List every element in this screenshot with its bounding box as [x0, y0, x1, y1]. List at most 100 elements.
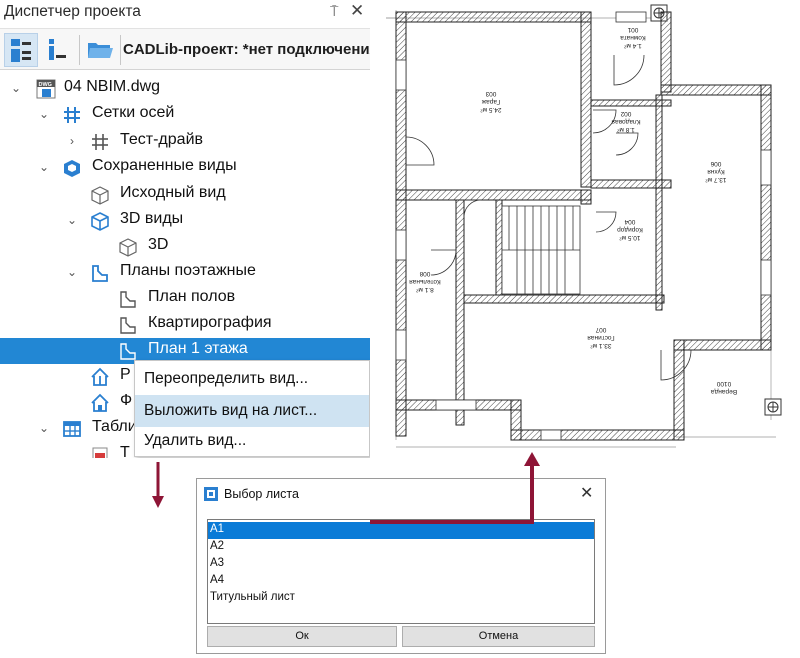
tree-item-label: 3D виды	[120, 210, 184, 227]
panel-titlebar: Диспетчер проекта ⍑ ✕	[0, 0, 370, 26]
close-icon[interactable]: ✕	[580, 485, 594, 502]
tree-item-floor-1-plan[interactable]: План 1 этажа	[0, 338, 370, 364]
tree-item-dwg-file[interactable]: ⌄ DWG 04 NBIM.dwg	[0, 76, 370, 102]
dialog-titlebar: Выбор листа ✕	[197, 479, 605, 509]
room-area: 10.5 м²	[619, 234, 641, 241]
menu-item-label: Удалить вид...	[144, 432, 247, 449]
floor-plan-outline-icon	[120, 291, 136, 308]
grid-icon	[92, 134, 108, 150]
ok-button-label: Ок	[295, 630, 309, 642]
menu-item-redefine-view[interactable]: Переопределить вид...	[135, 363, 369, 395]
room-number: 006	[710, 160, 721, 167]
tree-item-label: Тест-драйв	[120, 131, 203, 148]
tree-item-label: Исходный вид	[120, 184, 226, 201]
svg-text:DWG: DWG	[39, 82, 52, 88]
pin-icon[interactable]: ⍑	[330, 3, 339, 19]
staircase	[501, 205, 581, 295]
tree-item-facades[interactable]: Ф	[0, 390, 370, 416]
list-item[interactable]: Титульный лист	[208, 590, 594, 607]
room-name: Гараж	[481, 98, 500, 105]
toolbar-separator	[120, 35, 121, 65]
room-number: 003	[485, 90, 496, 97]
ok-button[interactable]: Ок	[207, 626, 397, 647]
floor-plan-blue-icon	[92, 265, 108, 282]
menu-item-delete-view[interactable]: Удалить вид...	[135, 425, 369, 457]
cube-outline-icon	[91, 186, 109, 205]
list-item[interactable]: А1	[208, 522, 594, 539]
list-item[interactable]: А3	[208, 556, 594, 573]
cancel-button-label: Отмена	[478, 630, 519, 642]
list-item-label: А4	[210, 574, 225, 586]
tree-item-apartments[interactable]: Квартирография	[0, 312, 370, 338]
tree-item-initial-view[interactable]: Исходный вид	[0, 182, 370, 208]
room-number: 001	[627, 26, 638, 33]
floor-plan-drawing: 24.5 м² Гараж 003 1.8 м² Кладовая 002 1.…	[376, 0, 800, 462]
tree-item-label: План полов	[148, 288, 236, 305]
menu-item-label: Переопределить вид...	[144, 370, 309, 387]
dialog-app-icon	[204, 487, 218, 501]
table-icon	[63, 421, 81, 437]
menu-item-place-view-on-sheet[interactable]: Выложить вид на лист...	[135, 395, 369, 427]
chevron-down-icon[interactable]: ⌄	[38, 107, 50, 121]
cube-views-icon	[64, 160, 80, 177]
toolbar-separator	[79, 35, 80, 65]
tree-item-tables[interactable]: ⌄ Табли	[0, 416, 370, 442]
room-name: Коридор	[617, 226, 643, 233]
tree-item-sections[interactable]: Р	[0, 364, 370, 390]
project-connection-label: CADLib-проект: *нет подключения*	[123, 41, 370, 58]
room-number: 008	[419, 270, 430, 277]
floor-plan-outline-icon	[120, 317, 136, 334]
tree-item-floor-plan-floors[interactable]: План полов	[0, 286, 370, 312]
room-area: 1.4 м²	[623, 42, 641, 49]
room-number: 0100	[716, 380, 731, 387]
tree-item-label: Сохраненные виды	[92, 157, 237, 174]
tree-item-label: Р	[120, 366, 131, 383]
chevron-right-icon[interactable]: ›	[70, 134, 74, 148]
context-menu: Переопределить вид... Выложить вид на ли…	[134, 360, 370, 457]
tree-item-3d[interactable]: 3D	[0, 234, 370, 260]
tree-item-label: 04 NBIM.dwg	[64, 78, 161, 95]
tree-item-label: План 1 этажа	[148, 340, 248, 357]
room-number: 004	[624, 218, 635, 225]
chevron-down-icon[interactable]: ⌄	[10, 81, 22, 95]
project-tree: ⌄ DWG 04 NBIM.dwg ⌄ Сетки осей › Тест-др…	[0, 72, 370, 458]
open-project-button[interactable]	[84, 33, 118, 67]
tree-item-axis-grids[interactable]: ⌄ Сетки осей	[0, 102, 370, 128]
tree-item-floor-plans[interactable]: ⌄ Планы поэтажные	[0, 260, 370, 286]
tree-item-test-drive[interactable]: › Тест-драйв	[0, 129, 370, 155]
tree-item-saved-views[interactable]: ⌄ Сохраненные виды	[0, 155, 370, 181]
panel-title: Диспетчер проекта	[4, 3, 141, 20]
room-name: Веранда	[711, 388, 738, 395]
tree-item-label: Сетки осей	[92, 104, 175, 121]
room-number: 002	[620, 110, 631, 117]
panel-toolbar: CADLib-проект: *нет подключения*	[0, 28, 370, 70]
house-section-icon	[91, 367, 109, 386]
chevron-down-icon[interactable]: ⌄	[66, 265, 78, 279]
cancel-button[interactable]: Отмена	[402, 626, 595, 647]
chevron-down-icon[interactable]: ⌄	[38, 421, 50, 435]
list-item-label: А3	[210, 557, 225, 569]
chevron-down-icon[interactable]: ⌄	[66, 213, 78, 227]
room-area: 1.8 м²	[616, 126, 634, 133]
room-number: 007	[595, 326, 606, 333]
project-manager-panel: Диспетчер проекта ⍑ ✕	[0, 0, 370, 458]
grid-icon	[64, 107, 80, 123]
menu-item-label: Выложить вид на лист...	[144, 402, 318, 419]
room-name: Кладовая	[611, 118, 641, 125]
sheet-list[interactable]: А1 А2 А3 А4 Титульный лист	[207, 519, 595, 624]
chevron-down-icon[interactable]: ⌄	[38, 160, 50, 174]
info-button[interactable]	[40, 33, 74, 67]
table-pdf-icon	[92, 447, 108, 458]
tree-view-button[interactable]	[4, 33, 38, 67]
tree-item-label: Квартирография	[148, 314, 272, 331]
list-item-label: А1	[210, 523, 225, 535]
tree-item-3d-views[interactable]: ⌄ 3D виды	[0, 208, 370, 234]
close-icon[interactable]: ✕	[350, 1, 365, 20]
tree-item-table-pdf[interactable]: Т	[0, 442, 370, 458]
list-item[interactable]: А2	[208, 539, 594, 556]
list-item[interactable]: А4	[208, 573, 594, 590]
room-area: 8.1 м²	[415, 286, 433, 293]
tree-item-label: 3D	[148, 236, 169, 253]
room-area: 13.7 м²	[705, 176, 727, 183]
arrow-down-icon	[152, 462, 164, 508]
